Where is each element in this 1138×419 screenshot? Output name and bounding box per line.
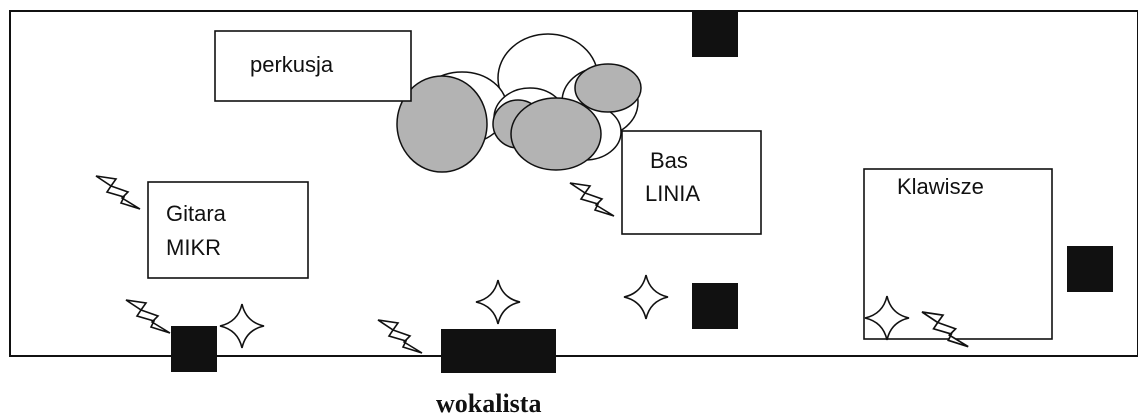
bass-label-line1: Bas — [650, 148, 688, 173]
guitar-box — [147, 181, 309, 279]
vocalist-label: wokalista — [436, 389, 541, 418]
bass-label-line2: LINIA — [645, 181, 700, 206]
speaker-guitar — [171, 326, 217, 372]
drums-label-box — [214, 30, 412, 102]
drum-kit — [396, 33, 642, 173]
keys-label: Klawisze — [897, 174, 984, 199]
drum-gray — [574, 63, 642, 113]
guitar-label-line2: MIKR — [166, 235, 221, 260]
drums-label: perkusja — [250, 52, 334, 77]
speaker-right — [1067, 246, 1113, 292]
guitar-label-line1: Gitara — [166, 201, 227, 226]
drum-gray — [396, 75, 488, 173]
speaker-bass — [692, 283, 738, 329]
drum-gray — [510, 97, 602, 171]
bass-box — [621, 130, 762, 235]
speaker-top — [692, 11, 738, 57]
vocalist-speaker — [441, 329, 556, 373]
